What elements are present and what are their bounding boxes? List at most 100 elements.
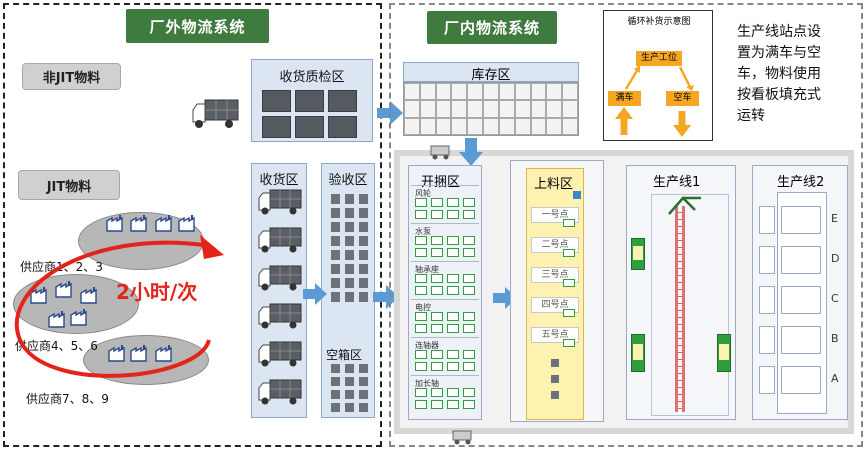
- inspection-cell: [359, 236, 368, 246]
- inspection-cell: [359, 292, 368, 302]
- unpacking-item-label: 加长轴: [415, 379, 439, 388]
- unpacking-cart: [431, 248, 443, 257]
- shelf-cell: [483, 83, 499, 101]
- feeding-slot-cart: [563, 219, 575, 227]
- line1-conveyor: [675, 206, 685, 412]
- feeding-marker-icon: [573, 191, 581, 199]
- shelf-cell: [562, 117, 578, 135]
- factory-icon: [130, 215, 147, 232]
- shelf-cell: [467, 117, 484, 135]
- factory-icon: [106, 215, 123, 232]
- outer-logistics-region: [3, 3, 382, 447]
- empty-box-cell: [345, 390, 354, 399]
- unpacking-cart: [447, 198, 459, 207]
- side-note-line: 生产线站点设: [737, 24, 821, 40]
- shelf-cell: [451, 100, 468, 118]
- shelf-cell: [451, 83, 468, 101]
- inspection-cell: [345, 264, 354, 274]
- truck-icon: [258, 341, 302, 367]
- jit-label: JIT物料: [18, 170, 120, 200]
- unpacking-cart: [447, 350, 459, 359]
- inspection-cell: [359, 222, 368, 232]
- shelf-cell: [498, 100, 515, 118]
- legend-empty-cart: 空车: [666, 91, 699, 106]
- inspection-cell: [331, 222, 340, 232]
- line2-station-box: [781, 366, 821, 394]
- line2-label: 生产线2: [777, 175, 825, 190]
- unpacking-cart: [431, 210, 443, 219]
- shelf-cell: [419, 100, 436, 118]
- receiving-qc-zone: 收货质检区: [251, 59, 373, 142]
- side-note-line: 车，物料使用: [737, 66, 821, 82]
- unpacking-cart: [415, 388, 427, 397]
- unpacking-cart: [463, 388, 475, 397]
- factory-icon: [155, 215, 172, 232]
- unpacking-cart: [463, 248, 475, 257]
- unpacking-cart: [415, 286, 427, 295]
- storage-cell: [262, 116, 291, 138]
- inspection-cell: [345, 194, 354, 204]
- inventory-header: [403, 62, 579, 82]
- factory-icon: [178, 215, 195, 232]
- factory-icon: [80, 287, 97, 304]
- truck-icon: [258, 303, 302, 329]
- line1-yellow-cart: [719, 344, 729, 360]
- side-note-line: 置为满车与空: [737, 45, 821, 61]
- empty-box-cell: [359, 364, 368, 373]
- inspection-cell: [331, 278, 340, 288]
- empty-box-cell: [331, 390, 340, 399]
- unpacking-cart: [431, 286, 443, 295]
- receiving-zone: 收货区: [251, 163, 307, 418]
- unpacking-cart: [447, 236, 459, 245]
- feeding-slot-cart: [563, 279, 575, 287]
- storage-cell: [262, 90, 291, 112]
- inspection-cell: [359, 278, 368, 288]
- receiving-label: 收货区: [259, 173, 299, 188]
- feeding-label: 上料区: [534, 177, 574, 192]
- inspection-cell: [331, 250, 340, 260]
- cycle-frequency-label: 2小时/次: [116, 280, 198, 304]
- cycle-arrow-icon: [14, 235, 224, 378]
- unpacking-divider: [411, 375, 479, 376]
- unpacking-cart: [415, 324, 427, 333]
- line2-station-box: [781, 286, 821, 314]
- truck-icon: [258, 265, 302, 291]
- line2-station-box: [759, 326, 775, 354]
- unpacking-zone: 开捆区 风轮水泵轴承座电控连轴器加长轴: [408, 165, 482, 420]
- production-line-1: 生产线1: [626, 165, 736, 420]
- storage-cell: [295, 90, 324, 112]
- empty-box-grid: [331, 364, 368, 412]
- unpacking-cart: [415, 198, 427, 207]
- shelf-cell: [546, 83, 563, 101]
- line2-station-label: A: [831, 372, 839, 385]
- unpacking-cart: [463, 312, 475, 321]
- unpacking-item-label: 电控: [415, 303, 431, 312]
- unpacking-divider: [411, 261, 479, 262]
- unpacking-cart: [431, 324, 443, 333]
- empty-box-cell: [345, 377, 354, 386]
- factory-icon: [55, 281, 72, 298]
- arrow-down-icon: [459, 138, 483, 166]
- unpacking-cart: [447, 248, 459, 257]
- unpacking-cart: [431, 274, 443, 283]
- empty-box-cell: [345, 403, 354, 412]
- inspection-cell: [345, 208, 354, 218]
- shelf-cell: [483, 117, 499, 135]
- unpacking-divider: [411, 223, 479, 224]
- unpacking-cart: [431, 236, 443, 245]
- line1-yellow-cart: [633, 246, 643, 260]
- inspection-cell: [359, 250, 368, 260]
- unpacking-cart: [463, 210, 475, 219]
- shelf-cell: [514, 117, 531, 135]
- side-note: 生产线站点设 置为满车与空 车，物料使用 按看板填充式 运转: [737, 22, 821, 127]
- inventory-shelves: [403, 82, 579, 136]
- inventory-label: 库存区: [471, 68, 511, 83]
- unpacking-cart: [447, 388, 459, 397]
- feeding-slot-cart: [563, 249, 575, 257]
- unpacking-divider: [411, 299, 479, 300]
- line2-station-box: [781, 246, 821, 274]
- unpacking-cart: [431, 388, 443, 397]
- supplier-cluster-2: [13, 274, 139, 334]
- factory-icon: [155, 345, 172, 362]
